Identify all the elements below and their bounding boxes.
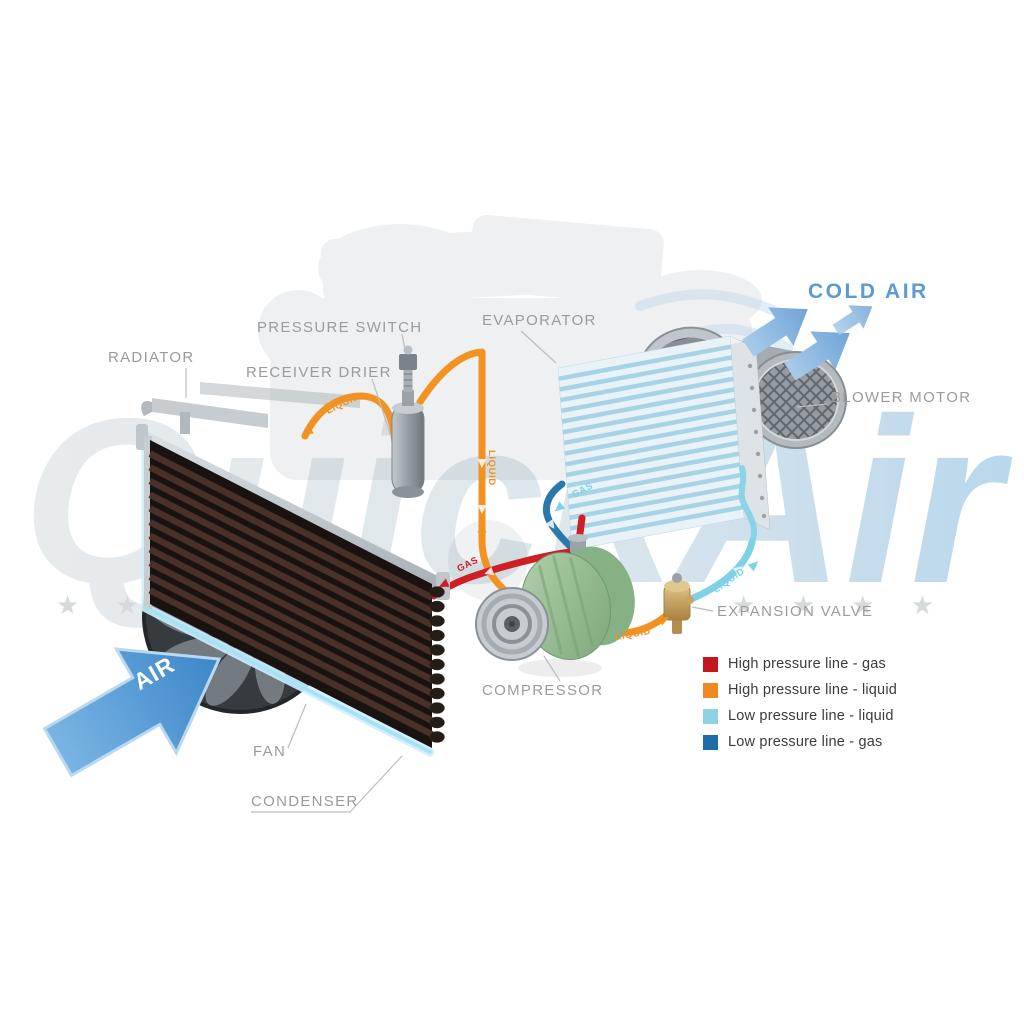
- legend: High pressure line - gas High pressure l…: [703, 656, 897, 750]
- label-compressor: COMPRESSOR: [482, 682, 603, 699]
- component-labels: RADIATOR PRESSURE SWITCH RECEIVER DRIER …: [108, 312, 971, 810]
- air-arrow: [42, 647, 222, 778]
- condenser-fins: [148, 450, 434, 738]
- legend-row-high-gas: High pressure line - gas: [703, 656, 897, 672]
- condenser: [136, 424, 450, 757]
- evaporator-fins: [558, 344, 744, 542]
- label-receiver-drier: RECEIVER DRIER: [246, 364, 392, 381]
- cold-air-label: COLD AIR: [808, 280, 929, 303]
- legend-swatch-high-gas: [703, 656, 718, 672]
- pipe-low-pressure-liquid: [680, 538, 756, 606]
- air-flow: AIR: [42, 647, 222, 778]
- compressor: [475, 534, 635, 677]
- condenser-tube-bends: [429, 586, 445, 743]
- pipe-low-pressure-liquid-riser: [738, 465, 758, 545]
- legend-label-high-liquid: High pressure line - liquid: [728, 682, 898, 698]
- pipe-high-pressure-liquid-condenser-to-drier: [301, 392, 399, 446]
- evaporator: [557, 335, 771, 551]
- legend-swatch-low-liquid: [703, 708, 718, 724]
- expansion-valve: [663, 573, 694, 634]
- leader-lines: [185, 330, 828, 813]
- cold-air-arrow: [742, 307, 808, 357]
- legend-row-low-gas: Low pressure line - gas: [703, 734, 897, 750]
- label-blower-motor: BLOWER MOTOR: [831, 389, 971, 406]
- legend-swatch-low-gas: [703, 734, 718, 750]
- cold-air-arrow: [784, 331, 850, 381]
- label-condenser: CONDENSER: [251, 793, 359, 810]
- label-radiator: RADIATOR: [108, 349, 195, 366]
- pipe-arrow: [438, 578, 450, 587]
- cold-air-flow: COLD AIR: [742, 280, 929, 381]
- label-pressure-switch: PRESSURE SWITCH: [257, 319, 422, 336]
- pipe-arrow: [658, 617, 670, 626]
- cold-air-arrow: [832, 305, 873, 336]
- compressor-pulley: [475, 587, 549, 661]
- pipe-arrow: [477, 531, 487, 541]
- label-fan: FAN: [253, 743, 286, 760]
- legend-label-low-liquid: Low pressure line - liquid: [728, 708, 894, 724]
- pipe-arrow: [747, 561, 759, 572]
- legend-label-high-gas: High pressure line - gas: [728, 656, 886, 672]
- label-evaporator: EVAPORATOR: [482, 312, 597, 329]
- pipe-label-liquid-drop: LIQUID: [486, 450, 497, 486]
- label-expansion-valve: EXPANSION VALVE: [717, 603, 873, 620]
- receiver-drier: [391, 390, 425, 498]
- watermark-stars-right: ★ ★ ★ ★: [732, 591, 948, 621]
- legend-swatch-high-liquid: [703, 682, 718, 698]
- legend-row-high-liquid: High pressure line - liquid: [703, 682, 897, 698]
- legend-label-low-gas: Low pressure line - gas: [728, 734, 883, 750]
- legend-row-low-liquid: Low pressure line - liquid: [703, 708, 897, 724]
- radiator-part: [141, 382, 360, 434]
- pipe-arrow: [302, 425, 314, 435]
- pipe-arrow: [554, 501, 566, 512]
